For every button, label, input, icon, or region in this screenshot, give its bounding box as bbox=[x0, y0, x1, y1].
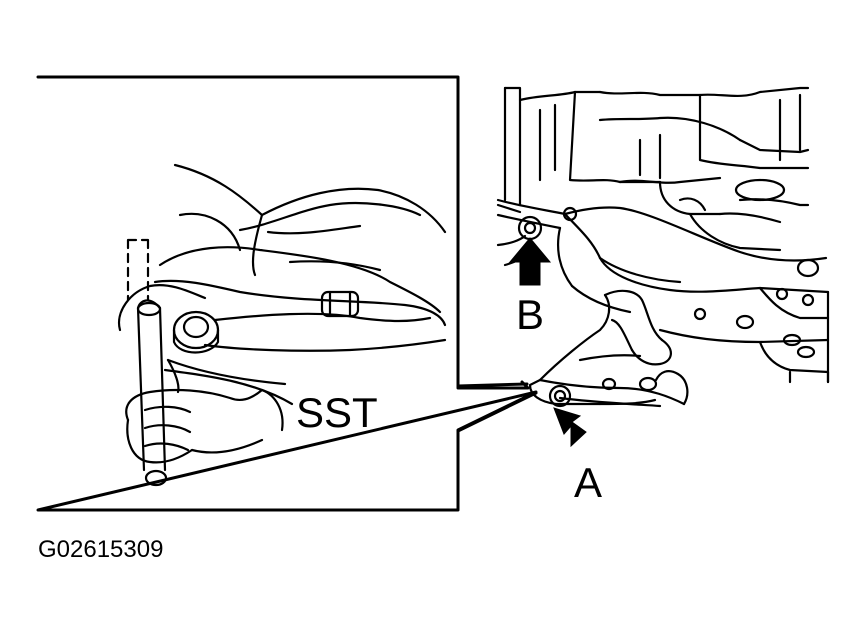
callout-leader bbox=[458, 384, 536, 431]
bolt-b bbox=[519, 217, 541, 239]
sst-leader bbox=[165, 370, 292, 404]
inset-frame bbox=[38, 77, 536, 510]
sst-label: SST bbox=[296, 389, 378, 436]
inset-control-arm bbox=[155, 165, 445, 384]
sst-tool bbox=[128, 240, 166, 485]
figure-code: G02615309 bbox=[38, 536, 164, 563]
engine-oil-pan bbox=[505, 88, 808, 250]
arrow-b-icon bbox=[510, 238, 550, 285]
inset-hand bbox=[119, 285, 283, 462]
front-subframe bbox=[498, 200, 828, 382]
label-a: A bbox=[574, 459, 603, 506]
label-b: B bbox=[516, 291, 545, 338]
bolt-a bbox=[550, 386, 570, 406]
inset-bolt bbox=[174, 292, 358, 353]
arrow-a-icon bbox=[554, 408, 586, 446]
